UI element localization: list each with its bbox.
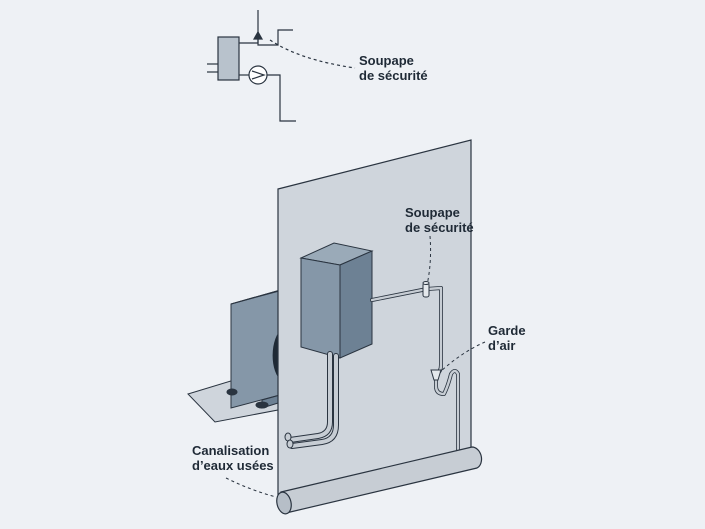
air-gap-label: Garde d’air: [488, 323, 526, 353]
schematic-valve-symbol: [252, 30, 264, 40]
leader-lines: [225, 235, 486, 498]
label-line: Canalisation: [192, 443, 270, 458]
drain-pipe: [276, 446, 483, 515]
schematic-outlet: [267, 74, 296, 122]
schematic-unit: [217, 36, 240, 81]
safety-valve: [422, 281, 430, 298]
schematic-valve-label: Soupape de sécurité: [359, 53, 428, 83]
drain-leader: [225, 477, 277, 498]
schematic-leader: [269, 39, 356, 69]
label-line: Garde: [488, 323, 526, 338]
drain-label: Canalisation d’eaux usées: [192, 443, 274, 473]
indoor-unit: [299, 242, 374, 359]
air-gap-leader: [439, 341, 486, 373]
label-line: Soupape: [405, 205, 460, 220]
safety-valve-label: Soupape de sécurité: [405, 205, 474, 235]
label-line: d’eaux usées: [192, 458, 274, 473]
schematic-valve-outlet: [257, 29, 293, 46]
pipework: [284, 286, 460, 451]
label-line: d’air: [488, 338, 516, 353]
label-line: de sécurité: [359, 68, 428, 83]
label-line: de sécurité: [405, 220, 474, 235]
schematic-pump-arrow: [251, 70, 266, 80]
schematic: [207, 10, 356, 122]
valve-leader: [426, 235, 432, 286]
label-line: Soupape: [359, 53, 414, 68]
air-gap-funnel: [430, 369, 442, 381]
